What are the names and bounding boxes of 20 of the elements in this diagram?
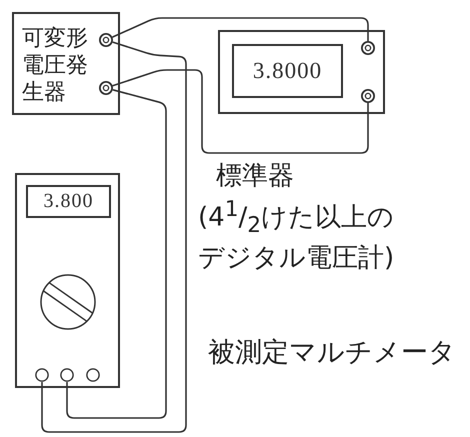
multimeter-caption: 被測定マルチメータ: [208, 337, 457, 369]
voltmeter-panel: [218, 30, 385, 114]
generator-label: 可変形電圧発生器: [22, 25, 89, 106]
wire: [66, 89, 167, 419]
wire: [41, 41, 187, 433]
voltage-readout: 3.8000: [232, 44, 343, 98]
terminal-icon: [99, 81, 113, 95]
generator-panel: [12, 12, 120, 115]
meter-caption: 標準器: [216, 160, 295, 192]
terminal-icon: [35, 368, 49, 382]
terminal-icon: [86, 368, 100, 382]
multimeter-panel: [15, 173, 120, 388]
meter-note: (4$^{1}$/$_{2}$けた以上のデジタル電圧計): [198, 196, 396, 275]
terminal-icon: [60, 368, 74, 382]
terminal-icon: [361, 41, 375, 55]
terminal-icon: [99, 33, 113, 47]
voltage-readout: 3.800: [26, 185, 111, 218]
terminal-icon: [361, 89, 375, 103]
wire: [112, 69, 369, 154]
wire: [112, 17, 369, 41]
